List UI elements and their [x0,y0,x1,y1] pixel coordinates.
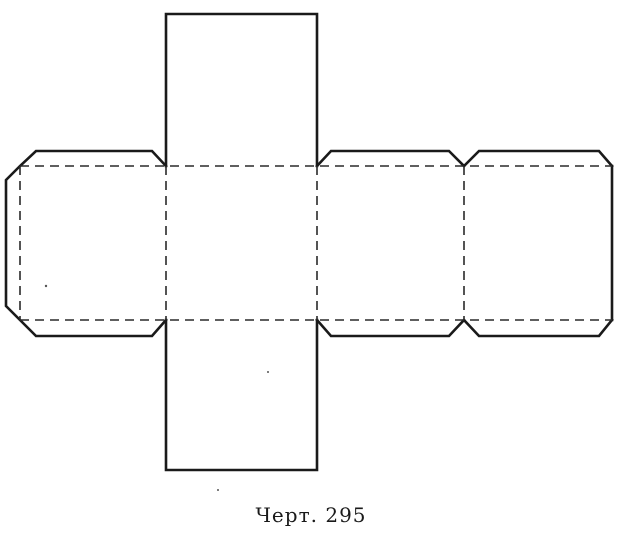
top-face-outline [164,12,319,168]
print-speck [44,284,48,288]
print-speck [217,489,219,491]
bottom-face-outline [164,318,319,472]
far-right-face-top-flap [462,149,614,168]
right-face-bottom-flap [315,318,466,338]
print-speck [267,371,269,373]
right-face-top-flap [315,149,466,168]
far-right-face-bottom-flap [462,318,614,338]
figure-caption: Черт. 295 [255,503,367,527]
left-face-flap-outline [4,149,168,338]
